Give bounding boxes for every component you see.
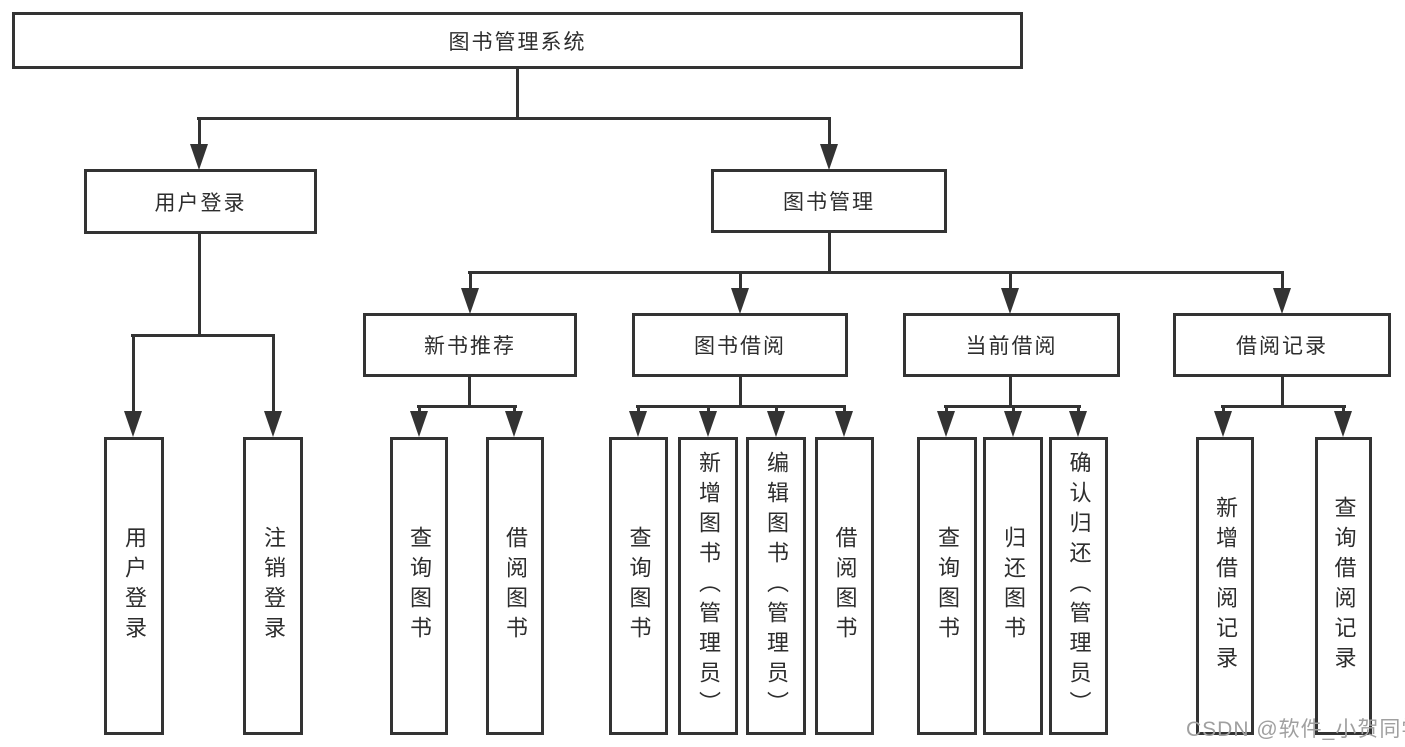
arrowhead-down-icon xyxy=(767,411,785,437)
node-label: 图书管理系统 xyxy=(448,30,587,54)
node-user-login: 用户登录 xyxy=(84,169,317,234)
node-label: 用户登录 xyxy=(154,191,247,215)
node-root: 图书管理系统 xyxy=(12,12,1023,69)
leaf-borrow-add-book-admin: 新增图书（管理员） xyxy=(678,437,738,735)
arrowhead-down-icon xyxy=(1334,411,1352,437)
arrowhead-down-icon xyxy=(699,411,717,437)
connector-line xyxy=(198,118,201,146)
connector-line xyxy=(468,375,471,408)
connector-line xyxy=(468,271,1284,274)
leaf-records-add-record: 新增借阅记录 xyxy=(1196,437,1254,735)
node-label: 编辑图书（管理员） xyxy=(764,451,789,721)
node-label: 图书借阅 xyxy=(694,335,786,358)
connector-line xyxy=(843,406,846,415)
leaf-borrow-query-books: 查询图书 xyxy=(609,437,668,735)
node-label: 查询图书 xyxy=(935,526,960,646)
connector-line xyxy=(1009,375,1012,408)
node-book-borrow: 图书借阅 xyxy=(632,313,848,377)
connector-line xyxy=(775,406,778,415)
arrowhead-down-icon xyxy=(190,144,208,170)
connector-line xyxy=(516,66,519,119)
leaf-current-query-books: 查询图书 xyxy=(917,437,977,735)
node-label: 注销登录 xyxy=(261,526,286,646)
arrowhead-down-icon xyxy=(1069,411,1087,437)
connector-line xyxy=(1221,405,1346,408)
connector-line xyxy=(469,272,472,290)
node-label: 新书推荐 xyxy=(424,335,516,358)
arrowhead-down-icon xyxy=(1273,288,1291,314)
leaf-borrow-edit-book-admin: 编辑图书（管理员） xyxy=(746,437,806,735)
connector-line xyxy=(272,335,275,413)
arrowhead-down-icon xyxy=(1004,411,1022,437)
connector-line xyxy=(1281,272,1284,290)
node-book-management: 图书管理 xyxy=(711,169,947,233)
node-label: 确认归还（管理员） xyxy=(1066,451,1092,721)
node-label: 新增图书（管理员） xyxy=(696,451,721,721)
arrowhead-down-icon xyxy=(629,411,647,437)
node-label: 借阅图书 xyxy=(503,526,528,646)
node-label: 借阅记录 xyxy=(1236,335,1328,358)
node-label: 当前借阅 xyxy=(965,335,1058,358)
node-label: 查询图书 xyxy=(626,526,652,646)
node-label: 用户登录 xyxy=(122,526,147,646)
connector-line xyxy=(197,117,831,120)
node-borrow-records: 借阅记录 xyxy=(1173,313,1391,377)
leaf-logout: 注销登录 xyxy=(243,437,303,735)
arrowhead-down-icon xyxy=(264,411,282,437)
connector-line xyxy=(945,406,948,415)
node-current-borrow: 当前借阅 xyxy=(903,313,1120,377)
leaf-newbook-query-books: 查询图书 xyxy=(390,437,448,735)
node-label: 新增借阅记录 xyxy=(1213,496,1238,676)
connector-line xyxy=(198,232,201,337)
leaf-user-login: 用户登录 xyxy=(104,437,164,735)
arrowhead-down-icon xyxy=(731,288,749,314)
connector-line xyxy=(828,230,831,274)
arrowhead-down-icon xyxy=(410,411,428,437)
leaf-borrow-borrow-books: 借阅图书 xyxy=(815,437,874,735)
connector-line xyxy=(417,405,517,408)
arrowhead-down-icon xyxy=(937,411,955,437)
csdn-watermark: CSDN @软件_小贺同学 xyxy=(1186,718,1405,741)
arrowhead-down-icon xyxy=(820,144,838,170)
connector-line xyxy=(1222,406,1225,415)
node-label: 图书管理 xyxy=(783,191,875,214)
arrowhead-down-icon xyxy=(835,411,853,437)
node-label: 借阅图书 xyxy=(832,526,858,646)
node-new-book-recommend: 新书推荐 xyxy=(363,313,577,377)
leaf-current-return-books: 归还图书 xyxy=(983,437,1043,735)
connector-line xyxy=(131,334,275,337)
leaf-newbook-borrow-books: 借阅图书 xyxy=(486,437,544,735)
connector-line xyxy=(418,406,421,415)
arrowhead-down-icon xyxy=(1001,288,1019,314)
node-label: 查询借阅记录 xyxy=(1331,496,1357,676)
connector-line xyxy=(1342,406,1345,415)
connector-line xyxy=(828,118,831,146)
arrowhead-down-icon xyxy=(1214,411,1232,437)
leaf-records-query-record: 查询借阅记录 xyxy=(1315,437,1372,735)
connector-line xyxy=(1009,272,1012,290)
arrowhead-down-icon xyxy=(461,288,479,314)
arrowhead-down-icon xyxy=(124,411,142,437)
connector-line xyxy=(636,405,846,408)
leaf-current-confirm-return-admin: 确认归还（管理员） xyxy=(1049,437,1108,735)
node-label: 查询图书 xyxy=(407,526,432,646)
node-label: 归还图书 xyxy=(1001,526,1026,646)
connector-line xyxy=(132,335,135,413)
arrowhead-down-icon xyxy=(505,411,523,437)
connector-line xyxy=(1012,406,1015,415)
connector-line xyxy=(513,406,516,415)
connector-line xyxy=(637,406,640,415)
connector-line xyxy=(739,375,742,408)
connector-line xyxy=(707,406,710,415)
connector-line xyxy=(739,272,742,290)
connector-line xyxy=(1281,375,1284,408)
connector-line xyxy=(1077,406,1080,415)
